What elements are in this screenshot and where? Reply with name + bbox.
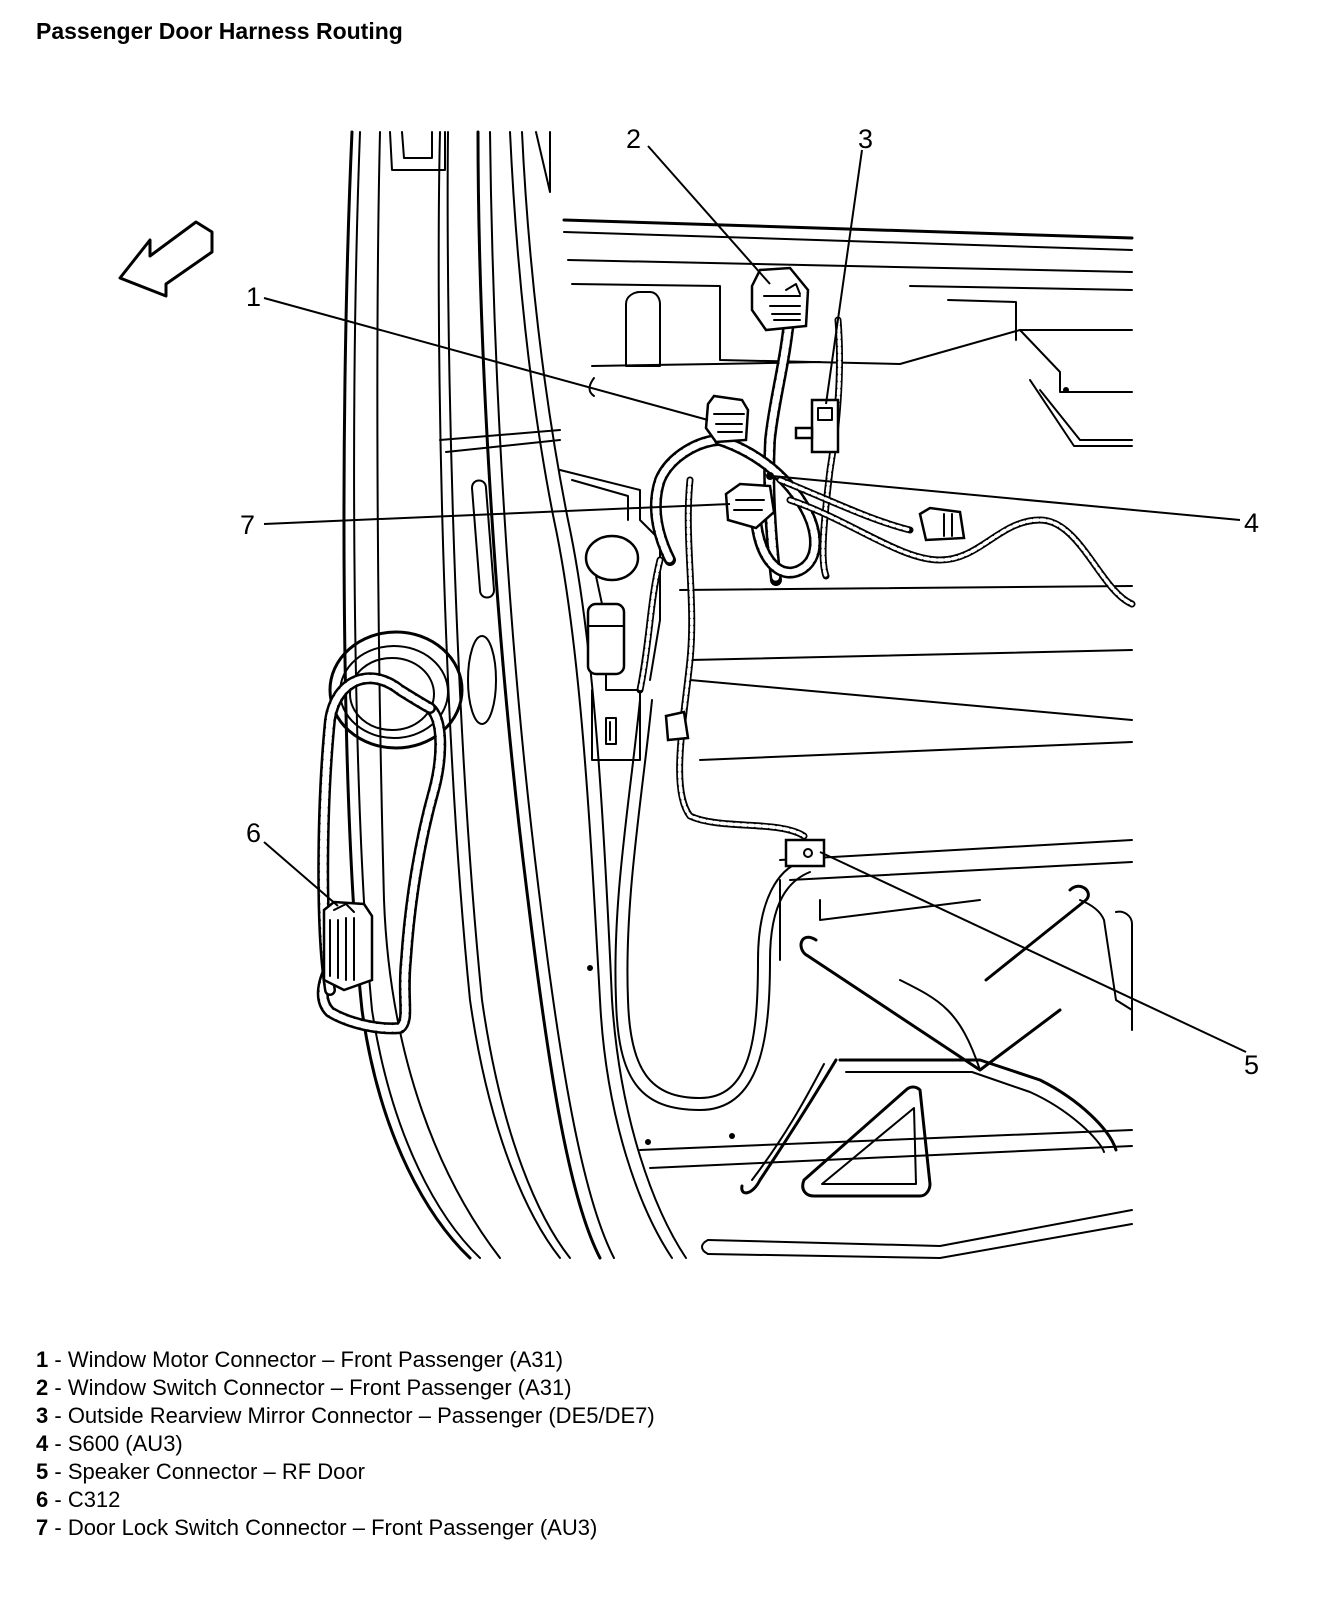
speaker-connector [784,838,826,868]
speaker-side-connector [918,506,966,542]
callout-7: 7 [240,510,255,540]
lock-actuator [584,534,641,761]
main-harness [316,304,821,1035]
page-title: Passenger Door Harness Routing [36,18,403,44]
legend-item-7: 7 - Door Lock Switch Connector – Front P… [36,1515,598,1540]
c312-connector [322,900,374,992]
harness-routing-diagram: 1 2 3 4 5 6 7 [118,124,1259,1260]
harness-clip [664,710,690,742]
callout-6: 6 [246,818,261,848]
s600-splice [766,472,774,480]
callout-1: 1 [246,282,261,312]
legend: 1 - Window Motor Connector – Front Passe… [36,1346,655,1542]
callout-2: 2 [626,124,641,154]
callout-4: 4 [1244,508,1259,538]
window-motor-connector [704,394,750,444]
callout-5: 5 [1244,1050,1259,1080]
leader-lines [263,145,1247,1053]
window-switch-connector [750,266,810,332]
lower-rod [614,699,811,1111]
door-lock-switch-connector [724,482,776,530]
legend-item-4: 4 - S600 (AU3) [36,1431,183,1456]
inner-door-panel [439,218,1134,761]
front-arrow-icon [118,220,214,298]
door-frame [342,130,687,1260]
legend-item-1: 1 - Window Motor Connector – Front Passe… [36,1347,564,1372]
callout-3: 3 [858,124,873,154]
legend-item-6: 6 - C312 [36,1487,121,1512]
lower-door-structure [587,839,1133,1259]
legend-item-3: 3 - Outside Rearview Mirror Connector – … [36,1403,655,1428]
mirror-connector [794,398,840,454]
legend-item-5: 5 - Speaker Connector – RF Door [36,1459,365,1484]
legend-item-2: 2 - Window Switch Connector – Front Pass… [36,1375,572,1400]
